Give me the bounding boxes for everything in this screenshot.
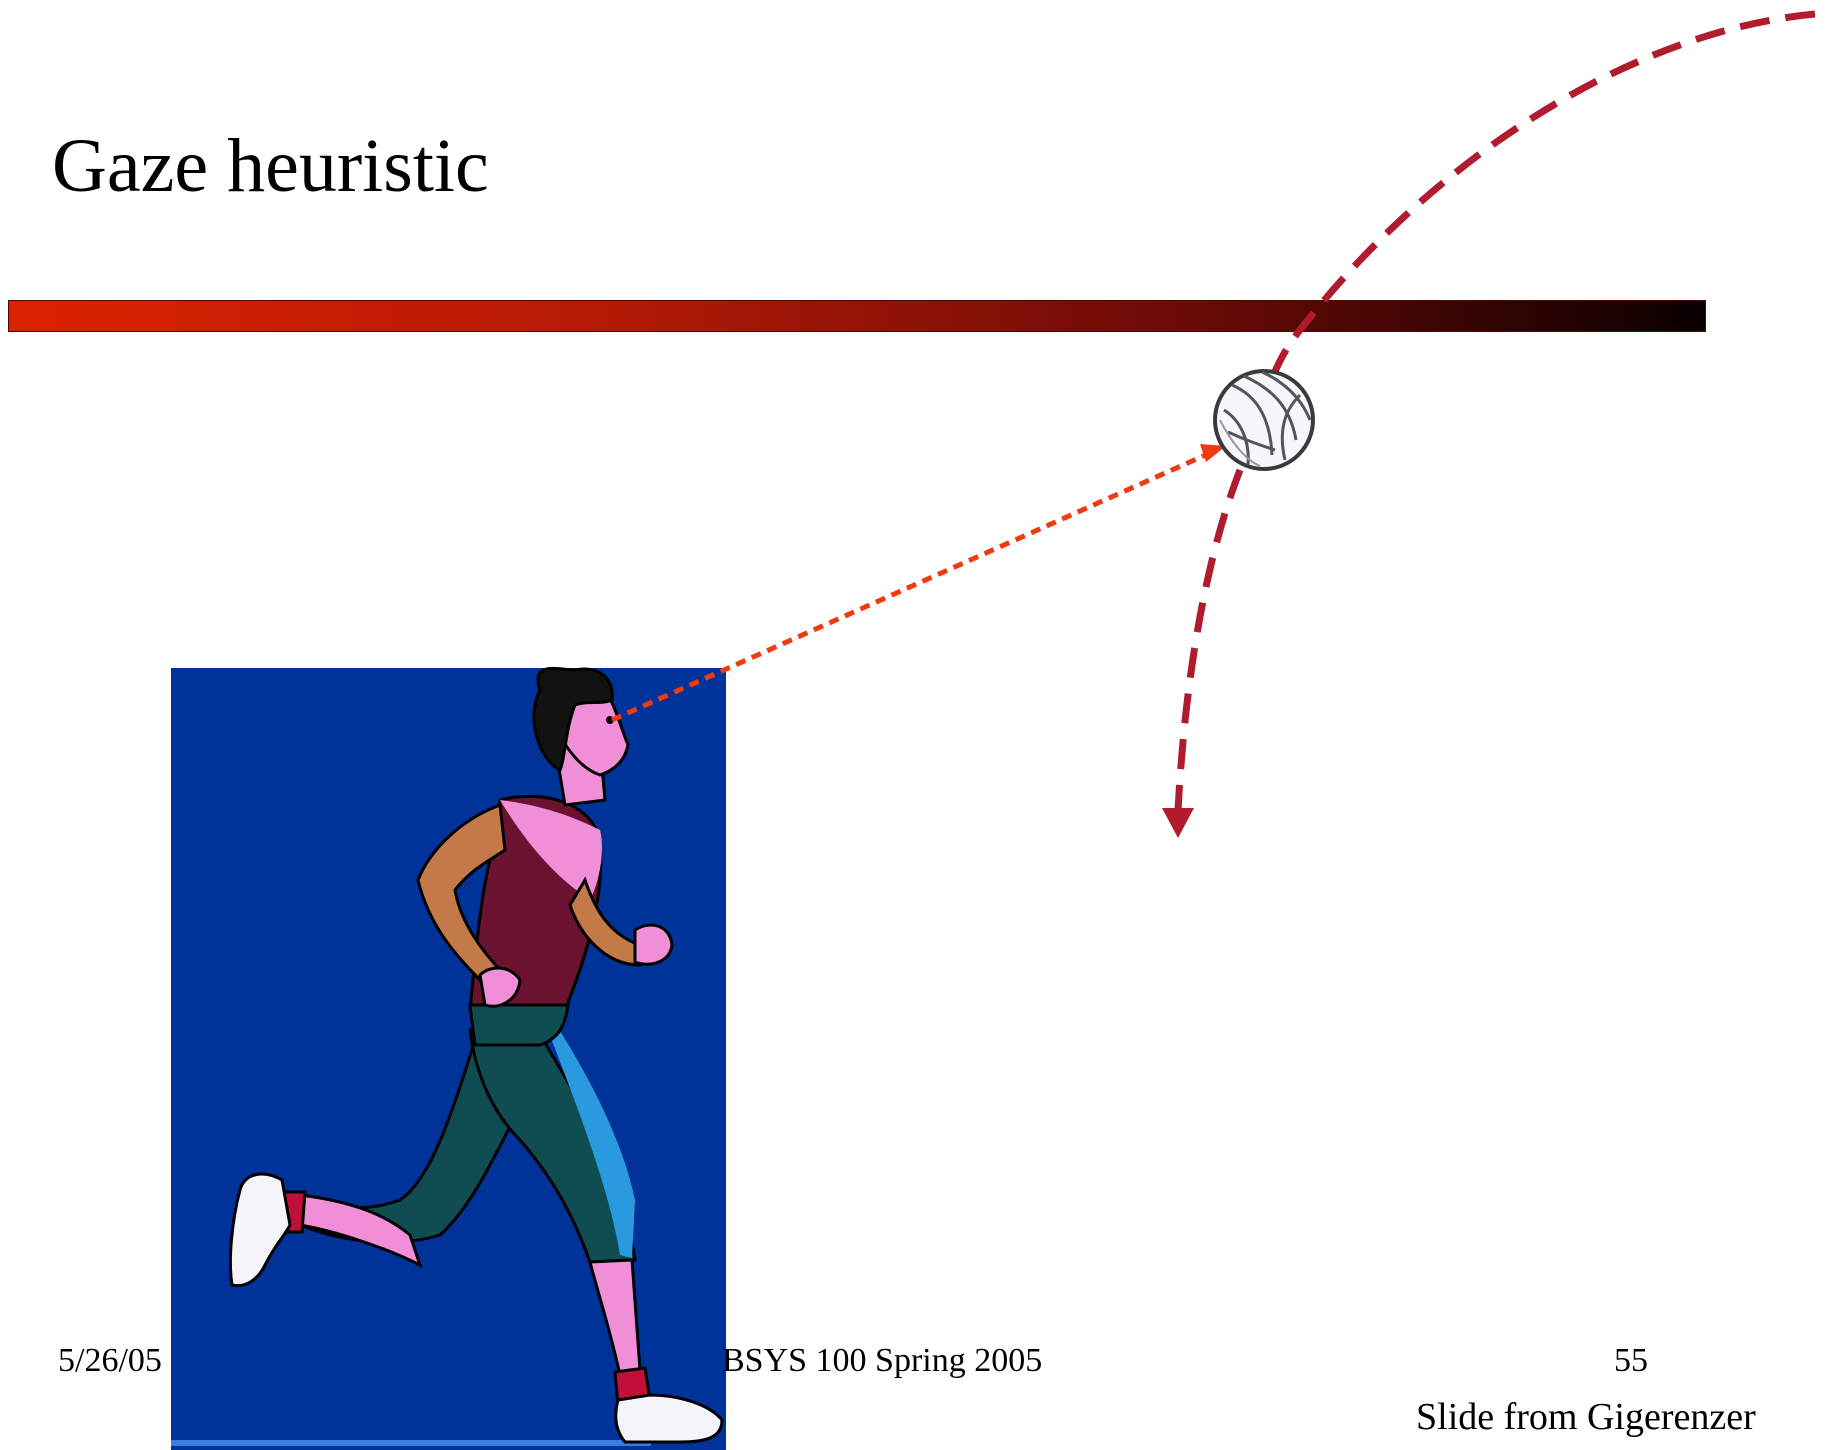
footer-course: BSYS 100 Spring 2005 — [722, 1344, 1042, 1378]
footer-page-number: 55 — [1614, 1344, 1648, 1378]
runner-background-panel — [171, 668, 726, 1450]
runner-waist — [470, 1005, 568, 1045]
runner-front-fist — [635, 925, 672, 964]
ball-trajectory-upper — [1262, 14, 1815, 410]
trajectory-arrowhead — [1162, 808, 1194, 838]
runner-floor-shadow — [171, 1440, 651, 1446]
volleyball-icon — [1215, 371, 1313, 469]
slide-credit: Slide from Gigerenzer — [1416, 1398, 1756, 1436]
footer-date: 5/26/05 — [58, 1344, 162, 1378]
ball-trajectory-lower — [1178, 470, 1240, 810]
